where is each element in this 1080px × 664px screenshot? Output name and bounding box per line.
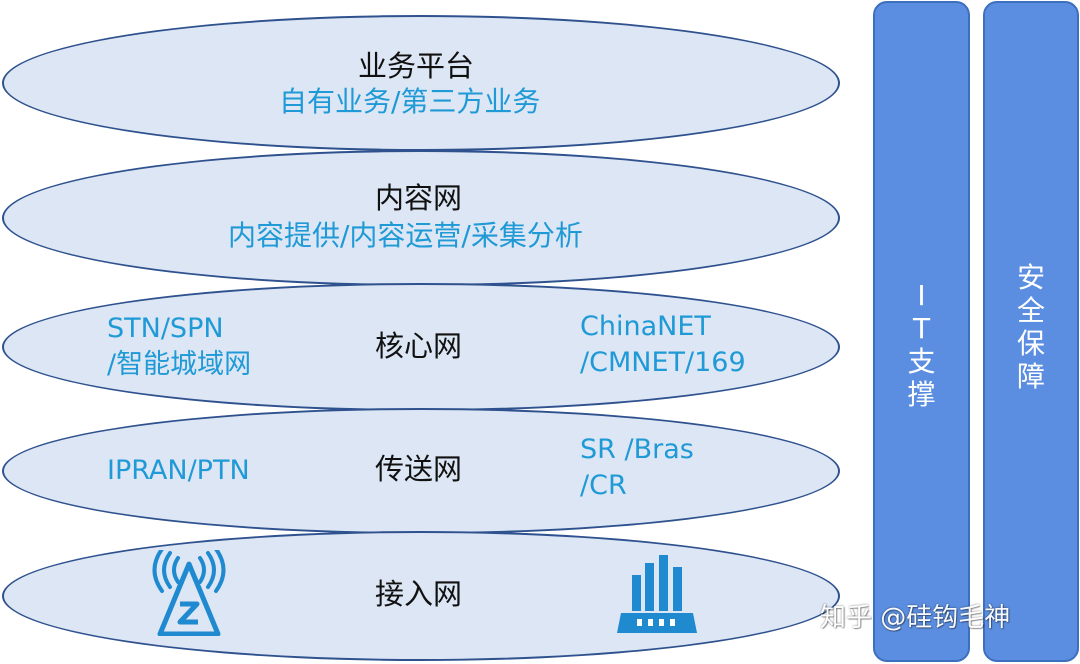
core-right-line-1: ChinaNET: [580, 311, 711, 342]
transport-right-line-1: SR /Bras: [580, 434, 694, 465]
layer-core-network-right-text: ChinaNET /CMNET/169: [580, 309, 746, 381]
layer-core-network: [2, 283, 840, 411]
layer-content-network-subtitle: 内容提供/内容运营/采集分析: [228, 219, 583, 252]
pillar-security-label: 安 全 保 障: [985, 261, 1077, 393]
pillar-it-char-2: T: [912, 312, 931, 345]
router-icon: [617, 555, 697, 633]
pillar-sec-char-3: 保: [1016, 327, 1045, 360]
layer-content-network: [2, 150, 840, 286]
core-left-line-1: STN/SPN: [107, 313, 224, 344]
layer-business-platform-title: 业务平台: [358, 49, 475, 83]
pillar-it-char-1: I: [917, 279, 926, 312]
pillar-sec-char-4: 障: [1016, 360, 1045, 393]
transport-left-line-1: IPRAN/PTN: [107, 455, 250, 486]
transport-right-line-2: /CR: [580, 470, 627, 501]
layer-transport-network-right-text: SR /Bras /CR: [580, 432, 694, 504]
layer-transport-network-title: 传送网: [375, 452, 463, 486]
core-right-line-2: /CMNET/169: [580, 347, 746, 378]
layer-content-network-title: 内容网: [375, 181, 463, 215]
pillar-it-char-4: 撑: [907, 378, 936, 411]
layer-business-platform: [2, 15, 840, 151]
layer-core-network-title: 核心网: [375, 329, 463, 363]
layer-core-network-left-text: STN/SPN /智能城域网: [107, 311, 251, 383]
core-left-line-2: /智能城域网: [107, 349, 252, 380]
layer-business-platform-subtitle: 自有业务/第三方业务: [279, 85, 541, 118]
pillar-security: 安 全 保 障: [983, 1, 1079, 662]
pillar-it-support: I T 支 撑: [873, 1, 970, 662]
layer-access-network: [2, 531, 840, 661]
pillar-sec-char-1: 安: [1016, 261, 1045, 294]
pillar-it-char-3: 支: [907, 345, 936, 378]
layer-transport-network-left-text: IPRAN/PTN: [107, 453, 250, 489]
cell-tower-icon: [152, 550, 226, 636]
watermark: 知乎 @硅钩毛神: [820, 603, 1011, 633]
layer-access-network-title: 接入网: [375, 577, 463, 611]
pillar-it-support-label: I T 支 撑: [875, 279, 968, 411]
layer-transport-network: [2, 408, 840, 534]
pillar-sec-char-2: 全: [1016, 294, 1045, 327]
